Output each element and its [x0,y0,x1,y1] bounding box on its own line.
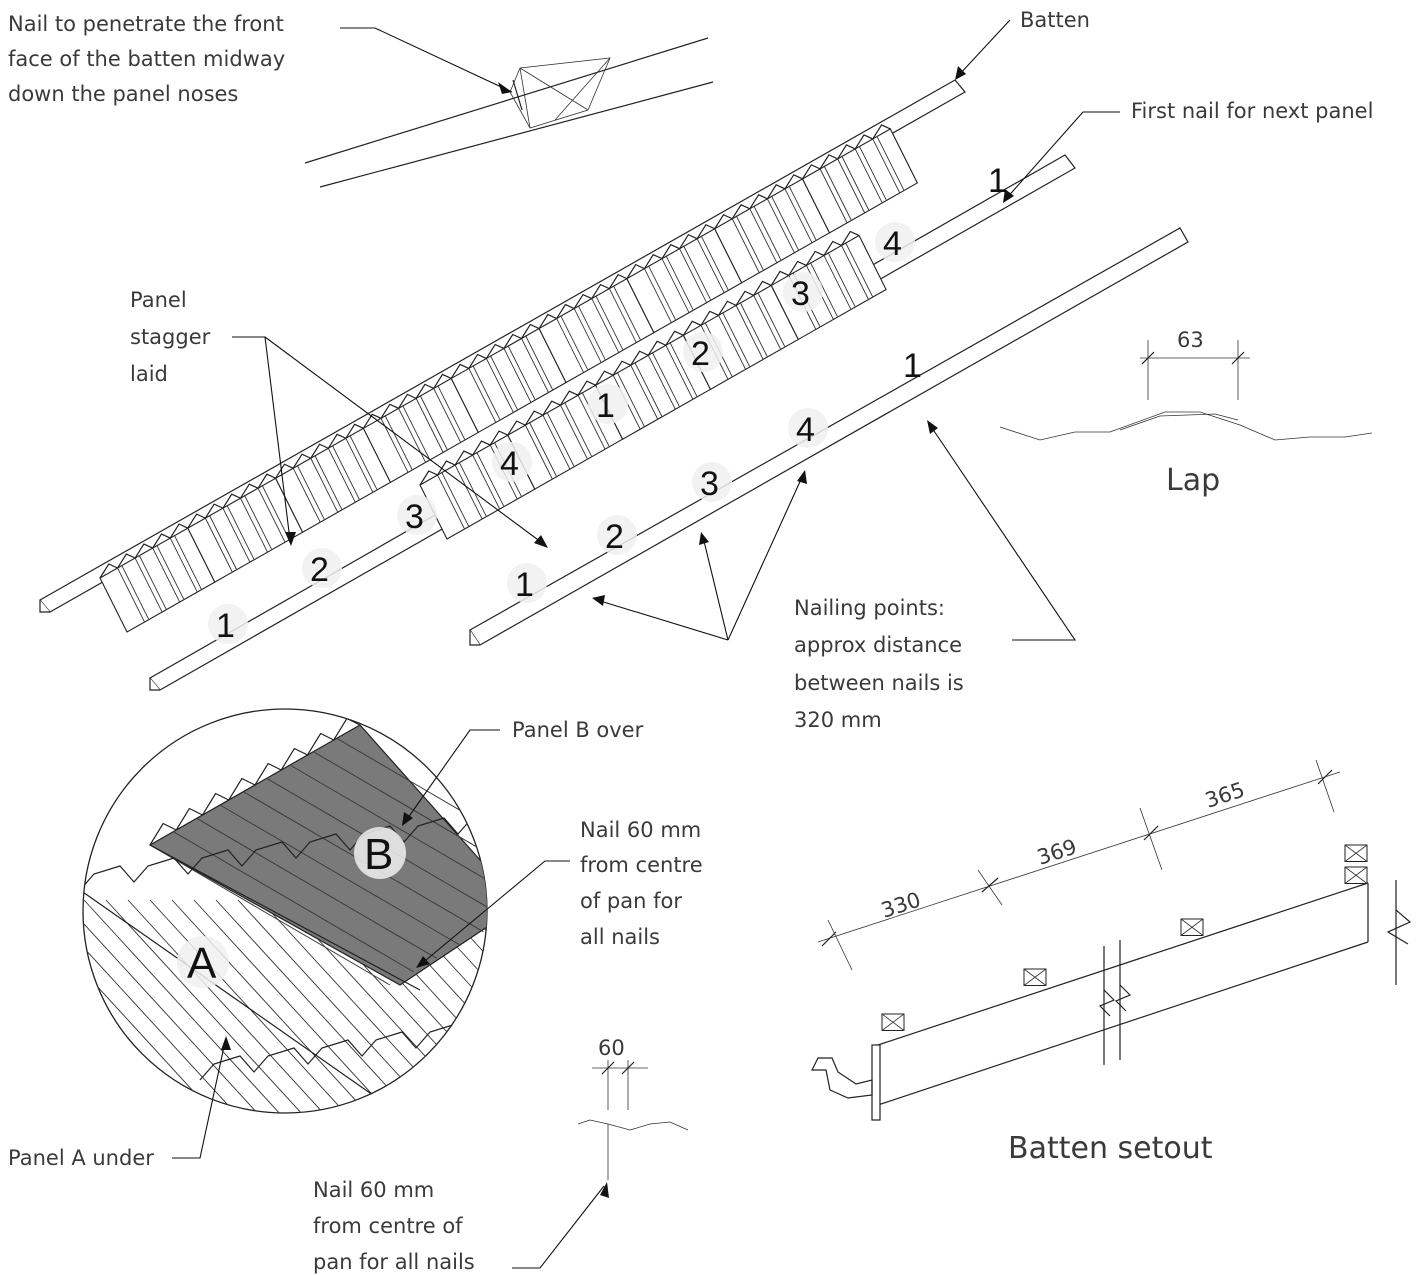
label-nail-60-bottom-2: from centre of [313,1214,463,1238]
panel-number: 1 [216,607,235,645]
panel-letter-a: A [187,939,217,988]
panel-overlap-detail: B A [82,708,488,1114]
label-nailing-points-4: 320 mm [794,708,882,732]
batten-back [39,79,966,613]
circle-leaders: Panel B over Nail 60 mm from centre of p… [8,718,703,1170]
lap-title: Lap [1166,463,1220,498]
label-nail-60-right-3: of pan for [580,889,682,913]
label-panel-stagger-2: stagger [130,325,211,349]
label-batten: Batten [1020,8,1090,32]
panel-number: 2 [691,335,710,373]
roof-panel [538,273,655,384]
panel-number: 2 [605,518,624,556]
label-first-nail-next-panel: First nail for next panel [1131,99,1373,123]
labels-top: Nail to penetrate the front face of the … [8,8,1373,732]
leader-lines [232,19,1120,641]
label-panel-stagger-1: Panel [130,288,187,312]
lap-detail: 63 Lap [999,328,1373,498]
panel-number: 3 [700,465,719,503]
batten-setout-title: Batten setout [1008,1131,1213,1166]
panel-number: 1 [515,566,534,604]
panel-letter-b: B [364,830,393,879]
roof-panel [713,174,831,284]
label-nail-60-right-1: Nail 60 mm [580,818,701,842]
nail-detail-sketch [304,37,714,188]
nail-60mm-detail: 60 Nail 60 mm from centre of pan for all… [313,1036,689,1274]
panel-number: 4 [883,225,902,263]
lap-dimension-label: 63 [1177,328,1204,352]
setout-dim-365: 365 [1202,778,1248,813]
panel-number: 3 [791,275,810,313]
roof-panel [801,124,919,234]
label-nail-60-right-4: all nails [580,925,660,949]
label-nail-60-bottom-3: pan for all nails [313,1250,475,1274]
panel-number: 4 [500,445,519,483]
roof-panel [187,473,304,583]
label-nailing-points-1: Nailing points: [794,596,945,620]
label-panel-b-over: Panel B over [512,718,644,742]
label-panel-stagger-3: laid [130,362,168,386]
panel-number: 1 [988,162,1007,200]
setout-battens [881,844,1368,1031]
panel-number: 1 [903,347,922,385]
label-nail-front-face-2: face of the batten midway [8,47,285,71]
roof-panel [450,323,567,434]
label-nail-60-bottom-1: Nail 60 mm [313,1178,434,1202]
label-nail-front-face-3: down the panel noses [8,82,238,106]
label-nailing-points-3: between nails is [794,671,964,695]
panel-number: 3 [405,498,424,536]
panel-number: 4 [796,411,815,449]
panel-number: 1 [596,387,615,425]
label-nailing-points-2: approx distance [794,633,962,657]
label-panel-a-under: Panel A under [8,1146,154,1170]
batten-setout-detail: 330 369 365 Batten setout [811,759,1412,1166]
setout-dim-330: 330 [878,888,924,923]
dim-60-label: 60 [598,1036,625,1060]
roof-panel [99,523,216,633]
panel-number-group: 1 2 3 4 1 2 3 4 1 1 2 3 4 1 [208,162,1007,645]
panel-number: 2 [310,551,329,589]
setout-dim-369: 369 [1034,835,1080,870]
main-roof-perspective: 1 2 3 4 1 2 3 4 1 1 2 3 4 1 [39,79,1189,691]
label-nail-60-right-2: from centre [580,853,703,877]
panel-row-upper [99,124,919,633]
label-nail-front-face-1: Nail to penetrate the front [8,12,284,36]
